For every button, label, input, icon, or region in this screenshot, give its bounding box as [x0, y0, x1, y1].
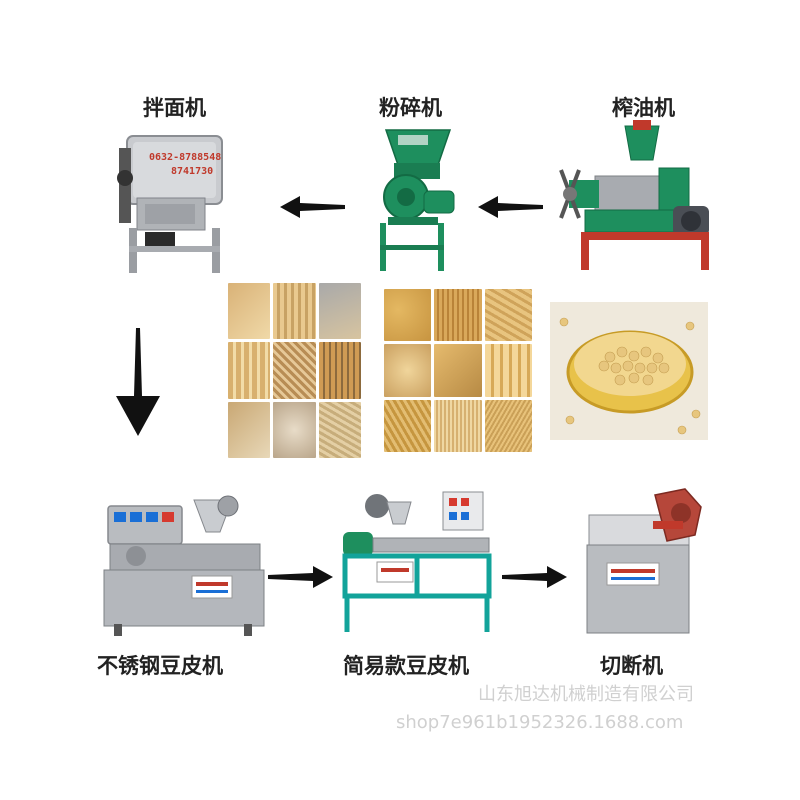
mixer-label: 拌面机 [143, 96, 206, 120]
arrow-mixer-down [116, 328, 160, 436]
mixer-phone-1: 0632-8788548 [149, 152, 221, 163]
beancurd-products-grid-2 [384, 289, 532, 452]
arrow-stainless-to-simple [268, 566, 333, 588]
cutting-machine [586, 488, 702, 634]
oil-press-label: 榨油机 [612, 96, 675, 120]
arrow-simple-to-cutter [502, 566, 567, 588]
crusher-label: 粉碎机 [379, 96, 442, 120]
mixer-machine: 0632-8788548 8741730 [117, 135, 223, 273]
company-watermark: 山东旭达机械制造有限公司 [478, 684, 694, 705]
arrow-press-to-crusher [478, 196, 543, 218]
crusher-machine [380, 129, 455, 271]
beancurd-products-grid-1 [228, 283, 361, 458]
cutter-label: 切断机 [600, 654, 663, 678]
soybeans-bowl-image [550, 302, 708, 440]
arrow-crusher-to-mixer [280, 196, 345, 218]
stainless-machine-label: 不锈钢豆皮机 [97, 654, 223, 678]
simple-machine-label: 简易款豆皮机 [343, 654, 469, 678]
simple-beancurd-machine [342, 491, 492, 632]
shop-url-watermark: shop7e961b1952326.1688.com [396, 712, 684, 733]
stainless-beancurd-machine [103, 495, 265, 636]
mixer-phone-2: 8741730 [171, 166, 213, 177]
oil-press-machine [559, 120, 709, 270]
